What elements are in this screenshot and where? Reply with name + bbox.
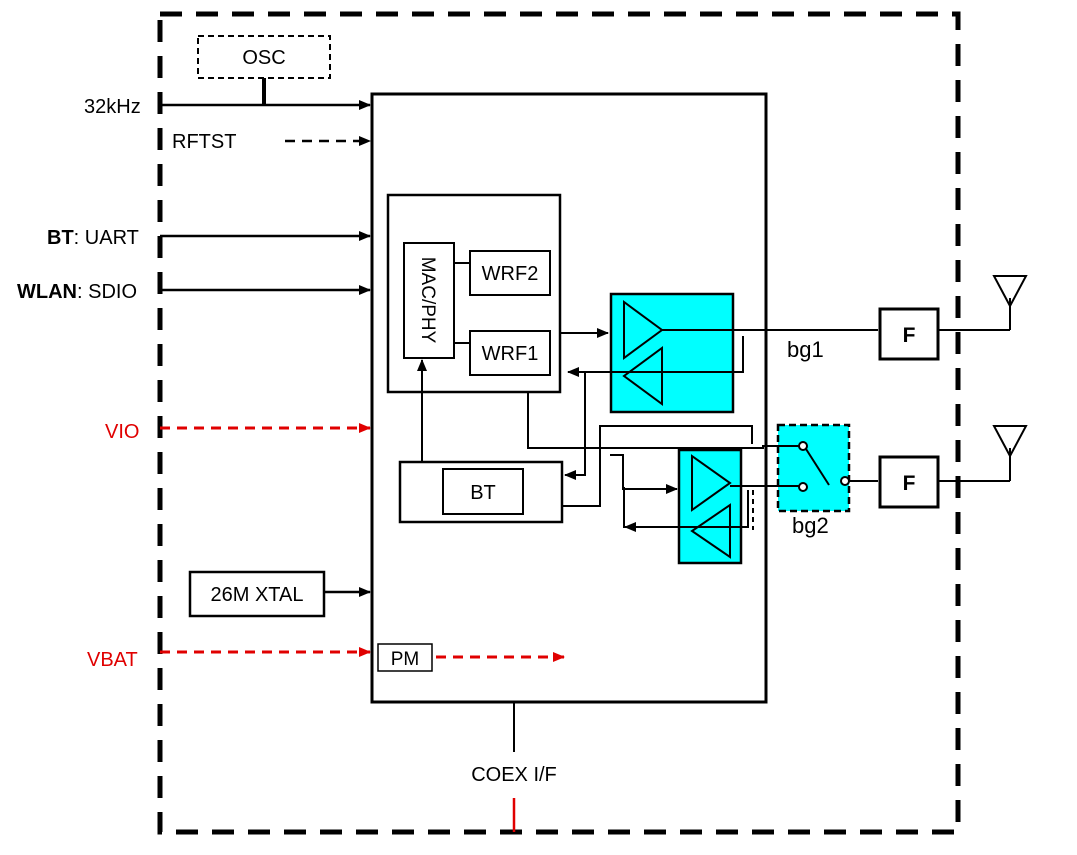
clock-32khz-label: 32kHz [84, 96, 141, 118]
frontend-amp-1 [609, 292, 735, 414]
module-boundary [157, 11, 961, 835]
pm-label: PM [391, 649, 420, 670]
antenna-2-icon [938, 425, 1028, 482]
wrf1-block: WRF1 [454, 330, 551, 376]
tx-amp-1-icon [623, 300, 664, 360]
mac-phy-label: MAC/PHY [417, 257, 438, 344]
pm-block: PM [377, 643, 565, 672]
frontend-amp-2 [677, 448, 743, 565]
rx-amp-1-icon [622, 346, 663, 406]
wlan-sdio-input: WLAN: SDIO [17, 281, 371, 303]
xtal-block: 26M XTAL [188, 570, 371, 618]
bg1-label: bg1 [787, 337, 824, 362]
rf-switch [776, 423, 851, 513]
coex-interface: COEX I/F [471, 703, 557, 832]
vbat-input: VBAT [87, 647, 371, 671]
bt-uart-iface: : UART [74, 227, 139, 249]
bt-block: BT [398, 460, 564, 524]
bt-uart-input: BT: UART [47, 227, 371, 249]
svg-text:WLAN: SDIO: WLAN: SDIO [17, 281, 137, 303]
rftst-label: RFTST [172, 131, 236, 153]
vio-label: VIO [105, 421, 139, 443]
coex-label: COEX I/F [471, 764, 557, 786]
filter-bg1-label: F [903, 324, 916, 347]
filter-bg1: F bg1 [787, 307, 940, 362]
bt-label: BT [470, 482, 496, 504]
wrf2-label: WRF2 [482, 263, 539, 285]
xtal-label: 26M XTAL [211, 584, 304, 606]
rx-amp-2-icon [690, 503, 731, 559]
osc-label: OSC [242, 47, 285, 69]
rf-wiring [527, 328, 878, 532]
wrf1-label: WRF1 [482, 343, 539, 365]
wlan-sdio-prefix: WLAN [17, 281, 77, 303]
bt-uart-prefix: BT [47, 227, 74, 249]
clock-32khz-input: 32kHz [84, 96, 371, 118]
mac-phy-block: MAC/PHY [403, 242, 455, 359]
antenna-1-icon [938, 275, 1028, 331]
tx-amp-2-icon [691, 454, 732, 512]
svg-text:BT: UART: BT: UART [47, 227, 139, 249]
filter-bg2-label: F [903, 472, 916, 495]
wrf2-block: WRF2 [454, 250, 551, 296]
wlan-sdio-iface: : SDIO [77, 281, 137, 303]
osc-block: OSC [197, 35, 331, 105]
vbat-label: VBAT [87, 649, 138, 671]
bg2-label: bg2 [792, 513, 829, 538]
rftst-input: RFTST [172, 131, 371, 153]
vio-input: VIO [105, 421, 371, 443]
